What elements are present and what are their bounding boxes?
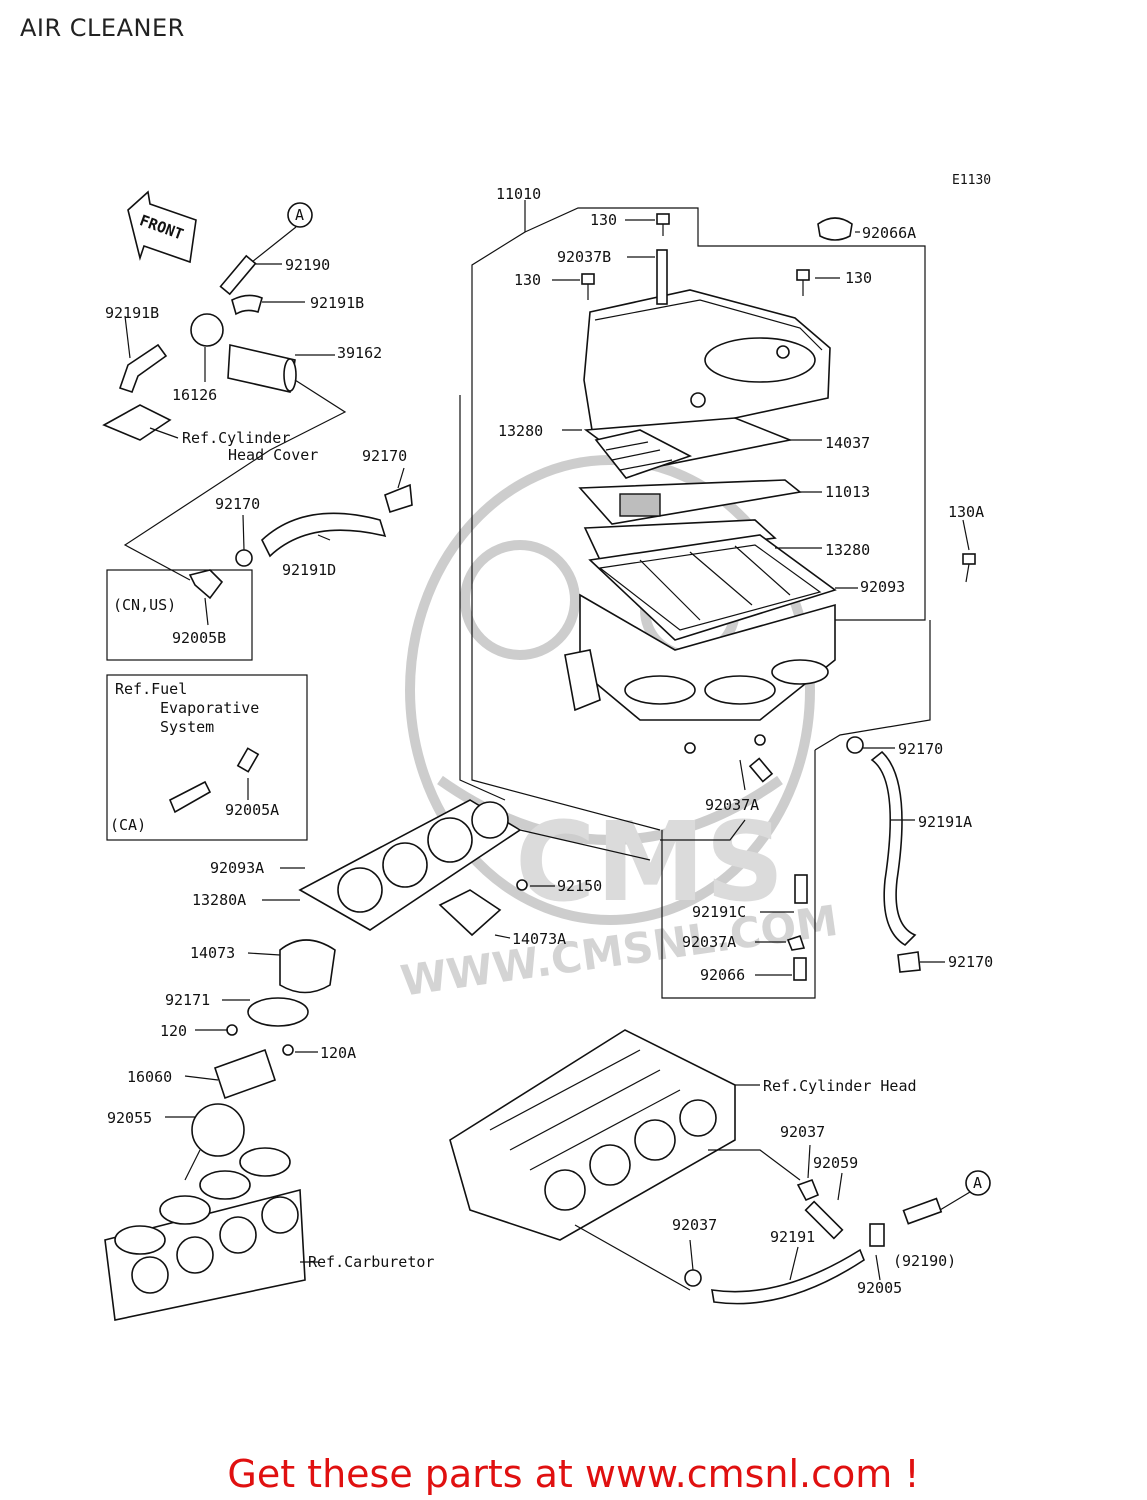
ref-ca: (CA) bbox=[110, 816, 146, 834]
label-92037-a: 92037 bbox=[780, 1123, 825, 1141]
label-130-c: 130 bbox=[845, 269, 872, 287]
label-92005b: 92005B bbox=[172, 629, 226, 647]
label-92170-b: 92170 bbox=[948, 953, 993, 971]
part-labels: 11010 130 92037B 130 92066A 130 13280 14… bbox=[105, 185, 993, 1297]
label-92037-b: 92037 bbox=[672, 1216, 717, 1234]
ref-cyl-head-cover-2: Head Cover bbox=[228, 446, 318, 464]
label-92005: 92005 bbox=[857, 1279, 902, 1297]
label-14073a: 14073A bbox=[512, 930, 566, 948]
label-13280-b: 13280 bbox=[825, 541, 870, 559]
small-parts-box bbox=[661, 750, 816, 999]
label-92150: 92150 bbox=[557, 877, 602, 895]
label-11010: 11010 bbox=[496, 185, 541, 203]
ref-carburetor: Ref.Carburetor bbox=[308, 1253, 434, 1271]
label-13280A: 13280A bbox=[192, 891, 246, 909]
label-14073: 14073 bbox=[190, 944, 235, 962]
diagram-code: E1130 bbox=[952, 173, 991, 188]
label-92066a: 92066A bbox=[862, 224, 916, 242]
label-92191d: 92191D bbox=[282, 561, 336, 579]
label-13280-a: 13280 bbox=[498, 422, 543, 440]
label-92191: 92191 bbox=[770, 1228, 815, 1246]
leader-lines bbox=[123, 200, 970, 1291]
label-92171: 92171 bbox=[165, 991, 210, 1009]
ref-fuel-2: Evaporative bbox=[160, 699, 259, 717]
label-92093: 92093 bbox=[860, 578, 905, 596]
connector-a-bottom: A bbox=[934, 1170, 991, 1214]
watermark-logo: CMS bbox=[515, 798, 784, 926]
carburetor-assembly bbox=[104, 1147, 306, 1321]
breather-parts bbox=[102, 254, 413, 814]
label-16060: 16060 bbox=[127, 1068, 172, 1086]
ref-fuel-1: Ref.Fuel bbox=[115, 680, 187, 698]
intake-gasket bbox=[191, 799, 528, 1157]
label-92037a-b: 92037A bbox=[682, 933, 736, 951]
label-92066: 92066 bbox=[700, 966, 745, 984]
fuel-evap-box bbox=[106, 674, 308, 841]
cylinder-head bbox=[449, 1029, 736, 1241]
label-92059: 92059 bbox=[813, 1154, 858, 1172]
label-92170-d: 92170 bbox=[215, 495, 260, 513]
connector-a-bottom-label: A bbox=[973, 1174, 982, 1192]
label-92191c: 92191C bbox=[692, 903, 746, 921]
label-92170-c: 92170 bbox=[362, 447, 407, 465]
label-130-a: 130 bbox=[590, 211, 617, 229]
label-92191b-a: 92191B bbox=[310, 294, 364, 312]
label-16126: 16126 bbox=[172, 386, 217, 404]
reference-notes: Ref.Cylinder Head Cover (CN,US) Ref.Fuel… bbox=[110, 429, 917, 1271]
label-92170-a: 92170 bbox=[898, 740, 943, 758]
label-92190: 92190 bbox=[285, 256, 330, 274]
label-92093a: 92093A bbox=[210, 859, 264, 877]
label-92005a: 92005A bbox=[225, 801, 279, 819]
label-130A: 130A bbox=[948, 503, 984, 521]
connector-a-top-label: A bbox=[295, 206, 304, 224]
page-title: AIR CLEANER bbox=[20, 14, 185, 42]
label-92055: 92055 bbox=[107, 1109, 152, 1127]
front-arrow-icon: FRONT bbox=[127, 190, 197, 264]
label-11013: 11013 bbox=[825, 483, 870, 501]
air-cleaner-housing bbox=[564, 289, 837, 754]
ref-cn-us: (CN,US) bbox=[113, 596, 176, 614]
ref-cyl-head: Ref.Cylinder Head bbox=[763, 1077, 917, 1095]
connector-a-top: A bbox=[251, 202, 313, 263]
label-120A: 120A bbox=[320, 1044, 356, 1062]
label-39162: 39162 bbox=[337, 344, 382, 362]
label-14037: 14037 bbox=[825, 434, 870, 452]
label-120: 120 bbox=[160, 1022, 187, 1040]
promo-link[interactable]: Get these parts at www.cmsnl.com ! bbox=[227, 1452, 920, 1496]
label-92190-ref: (92190) bbox=[893, 1252, 956, 1270]
label-92191a: 92191A bbox=[918, 813, 972, 831]
label-92037a-a: 92037A bbox=[705, 796, 759, 814]
bolts-130 bbox=[581, 213, 976, 583]
label-130-b: 130 bbox=[514, 271, 541, 289]
breather-hoses-lower bbox=[684, 736, 943, 1305]
cn-us-box bbox=[106, 569, 253, 661]
ref-fuel-3: System bbox=[160, 718, 214, 736]
label-92191b-b: 92191B bbox=[105, 304, 159, 322]
ref-cyl-head-cover-1: Ref.Cylinder bbox=[182, 429, 290, 447]
label-92037b: 92037B bbox=[557, 248, 611, 266]
